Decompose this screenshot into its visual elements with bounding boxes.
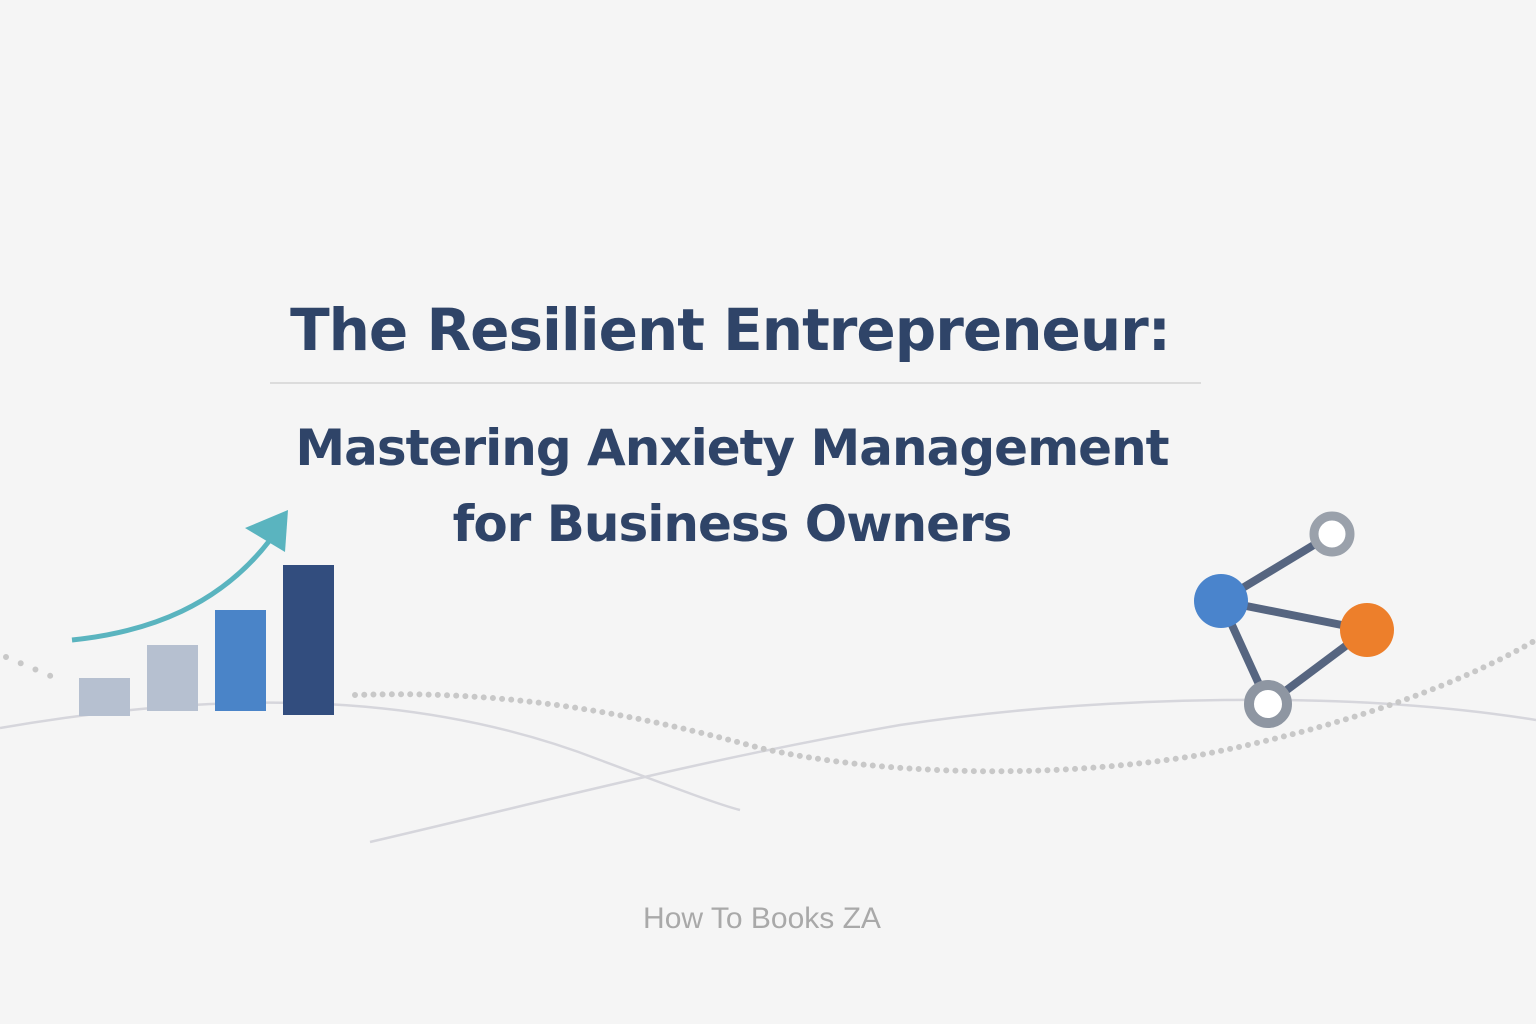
book-subtitle: Mastering Anxiety Management for Busines… (0, 410, 1464, 562)
wave-line-2 (369, 698, 1536, 844)
bar-1 (79, 678, 130, 716)
bar-3 (215, 610, 266, 711)
bar-2 (147, 645, 198, 711)
node-blue (1194, 574, 1248, 628)
arrow-shaft (71, 538, 272, 643)
subtitle-line-2: for Business Owners (452, 495, 1013, 553)
publisher-name: How To Books ZA (643, 902, 881, 935)
title-divider (270, 382, 1201, 384)
subtitle-line-1: Mastering Anxiety Management (295, 419, 1169, 477)
arrow-head (245, 510, 288, 552)
book-title: The Resilient Entrepreneur: (290, 296, 1171, 364)
node-ring-bottom (1244, 680, 1292, 728)
dotted-wave (352, 637, 1536, 775)
node-orange (1340, 603, 1394, 657)
dotted-wave-left (3, 654, 63, 683)
bar-4 (283, 565, 334, 715)
node-ring-top (1309, 511, 1355, 557)
